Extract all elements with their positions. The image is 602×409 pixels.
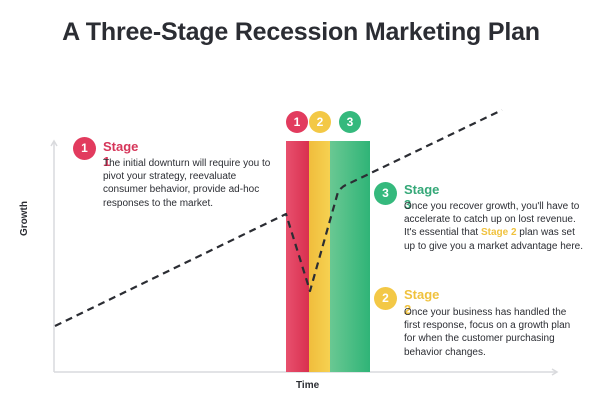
y-axis <box>50 139 58 372</box>
stage-1-description: The initial downturn will require you to… <box>103 158 271 209</box>
stage-3-badge: 3 <box>374 182 397 205</box>
stage-2-description: Once your business has handled the first… <box>404 307 571 358</box>
stage-1-badge: 1 <box>73 137 96 160</box>
stage-1-bar <box>286 141 309 372</box>
x-axis-label: Time <box>296 380 320 391</box>
stage-1-title: Stage 1 <box>103 139 139 169</box>
y-axis-label: Growth <box>19 201 30 236</box>
stage-2-title: Stage 2 <box>404 287 440 317</box>
stage-3-bar <box>330 141 370 372</box>
stage-2-badge: 2 <box>374 287 397 310</box>
stage-3-description: Once you recover growth, you'll have to … <box>404 200 584 253</box>
column-badge-1: 1 <box>286 111 308 133</box>
column-badge-2: 2 <box>309 111 331 133</box>
page-title: A Three-Stage Recession Marketing Plan <box>62 18 540 46</box>
stage-3-text-before: Once you recover growth, you'll have to … <box>404 201 580 239</box>
growth-trajectory-line <box>54 109 503 327</box>
stage-3-text-after: plan was set up to give you a market adv… <box>404 227 584 252</box>
stage-2-highlight: Stage 2 <box>480 227 517 239</box>
stage-3-title: Stage 3 <box>404 182 440 212</box>
column-badge-3: 3 <box>339 111 361 133</box>
